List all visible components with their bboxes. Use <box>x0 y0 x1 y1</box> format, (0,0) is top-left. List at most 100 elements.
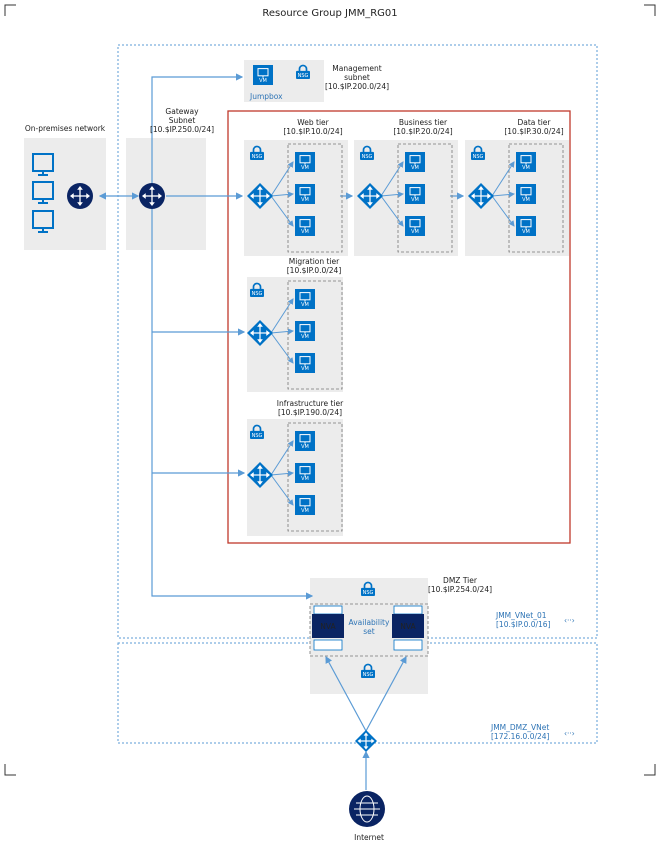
internet-globe-icon <box>349 791 385 827</box>
migration-tier-icons <box>270 280 343 390</box>
vm-badge-text: VM <box>411 197 419 203</box>
dmz-load-balancer-icon <box>355 730 377 752</box>
nsg-badge-text: NSG <box>298 73 309 79</box>
vm-badge-text: VM <box>301 197 309 203</box>
business-vm-icon-2: VM <box>405 184 425 204</box>
management-label-line2: subnet <box>344 73 370 82</box>
gateway-cidr: [10.$IP.250.0/24] <box>150 125 214 134</box>
gateway-label-line1: Gateway <box>165 107 199 116</box>
migration-vm-icon-1: VM <box>295 289 315 309</box>
onprem-router-icon <box>67 183 93 209</box>
infrastructure-load-balancer-icon <box>247 462 273 488</box>
migration-vm-icon-2: VM <box>295 321 315 341</box>
web-nsg-icon: NSG <box>250 145 264 160</box>
business-tier-name: Business tier <box>399 118 448 127</box>
vm-badge-text: VM <box>301 476 309 482</box>
nva-right-icon-label: NVA <box>400 622 416 631</box>
web-vm-icon-2: VM <box>295 184 315 204</box>
nsg-badge-text: NSG <box>362 154 373 160</box>
vm-badge-text: VM <box>522 165 530 171</box>
business-vm-icon-1: VM <box>405 152 425 172</box>
vm-badge-text: VM <box>301 165 309 171</box>
migration-nsg-icon: NSG <box>250 282 264 297</box>
vm-badge-text: VM <box>522 197 530 203</box>
data-tier-cidr: [10.$IP.30.0/24] <box>504 127 563 136</box>
web-vm-icon-1: VM <box>295 152 315 172</box>
dmz-vnet-boundary <box>117 642 598 744</box>
jumpbox-vm-icon: VM <box>253 65 273 85</box>
vm-badge-text: VM <box>301 229 309 235</box>
web-vm-icon-3: VM <box>295 216 315 236</box>
infrastructure-vm-icon-3: VM <box>295 495 315 515</box>
nva-right-icon: NVA <box>392 605 424 651</box>
infrastructure-vm-icon-2: VM <box>295 463 315 483</box>
migration-tier-name: Migration tier <box>289 257 340 266</box>
web-tier-cidr: [10.$IP.10.0/24] <box>283 127 342 136</box>
nsg-badge-text: NSG <box>252 433 263 439</box>
dmz-tier-name: DMZ Tier <box>443 576 478 585</box>
web-tier-name: Web tier <box>297 118 329 127</box>
migration-vm-icon-3: VM <box>295 353 315 373</box>
vnet-cidr: [10.$IP.0.0/16] <box>496 620 551 629</box>
dmz-nsg-bottom-icon: NSG <box>361 663 375 678</box>
nsg-badge-text: NSG <box>363 672 374 678</box>
resource-group-title: Resource Group JMM_RG01 <box>262 8 397 19</box>
onprem-desktop-icon-3 <box>32 210 54 233</box>
management-cidr: [10.$IP.200.0/24] <box>325 82 389 91</box>
corner-marks <box>4 4 656 776</box>
vnet-peering-icon: ‹··› <box>564 616 575 625</box>
icons-layer: VM NSG NSG VM VM VM NSG VM VM VM NSG VM VM VM NSG VM VM V… <box>32 64 564 827</box>
nsg-badge-text: NSG <box>363 590 374 596</box>
vm-badge-text: VM <box>301 508 309 514</box>
application-tiers-box <box>227 110 571 544</box>
nsg-badge-text: NSG <box>252 154 263 160</box>
vm-badge-text: VM <box>301 366 309 372</box>
business-vm-icon-3: VM <box>405 216 425 236</box>
infrastructure-tier-name: Infrastructure tier <box>277 399 344 408</box>
vm-badge-text: VM <box>522 229 530 235</box>
vnet-name: JMM_VNet_01 <box>495 611 547 620</box>
management-nsg-icon: NSG <box>296 64 310 79</box>
web-load-balancer-icon <box>247 183 273 209</box>
vm-badge-text: VM <box>411 229 419 235</box>
nsg-badge-text: NSG <box>473 154 484 160</box>
dmz-vnet-name: JMM_DMZ_VNet <box>490 723 549 732</box>
business-tier-cidr: [10.$IP.20.0/24] <box>393 127 452 136</box>
internet-label: Internet <box>354 833 384 842</box>
connections <box>98 73 465 790</box>
nva-left-icon: NVA <box>312 605 344 651</box>
management-label-line1: Management <box>332 64 381 73</box>
onprem-label: On-premises network <box>25 124 106 133</box>
web-tier-icons <box>270 143 343 253</box>
gateway-subnet-panel <box>126 138 206 250</box>
vm-badge-text: VM <box>411 165 419 171</box>
data-tier-name: Data tier <box>517 118 551 127</box>
dmz-vnet-peering-icon: ‹··› <box>564 729 575 738</box>
dmz-vnet-cidr: [172.16.0.0/24] <box>491 732 550 741</box>
business-nsg-icon: NSG <box>360 145 374 160</box>
data-load-balancer-icon <box>468 183 494 209</box>
infrastructure-tier-cidr: [10.$IP.190.0/24] <box>278 408 342 417</box>
gateway-label-line2: Subnet <box>169 116 196 125</box>
migration-load-balancer-icon <box>247 320 273 346</box>
data-vm-icon-1: VM <box>516 152 536 172</box>
data-nsg-icon: NSG <box>471 145 485 160</box>
onprem-desktop-icon-1 <box>32 153 54 176</box>
data-tier-icons <box>491 143 564 253</box>
business-tier-icons <box>380 143 453 253</box>
dmz-tier-cidr: [10.$IP.254.0/24] <box>428 585 492 594</box>
vm-badge-text: VM <box>301 302 309 308</box>
jumpbox-label: Jumpbox <box>249 92 283 101</box>
infrastructure-nsg-icon: NSG <box>250 424 264 439</box>
business-load-balancer-icon <box>357 183 383 209</box>
infrastructure-vm-icon-1: VM <box>295 431 315 451</box>
infrastructure-tier-icons <box>270 422 343 532</box>
migration-tier-cidr: [10.$IP.0.0/24] <box>287 266 342 275</box>
vm-badge-text: VM <box>301 444 309 450</box>
availability-set-label-line2: set <box>363 627 375 636</box>
data-vm-icon-2: VM <box>516 184 536 204</box>
gateway-icon <box>139 183 165 209</box>
nsg-badge-text: NSG <box>252 291 263 297</box>
dmz-nsg-top-icon: NSG <box>361 581 375 596</box>
